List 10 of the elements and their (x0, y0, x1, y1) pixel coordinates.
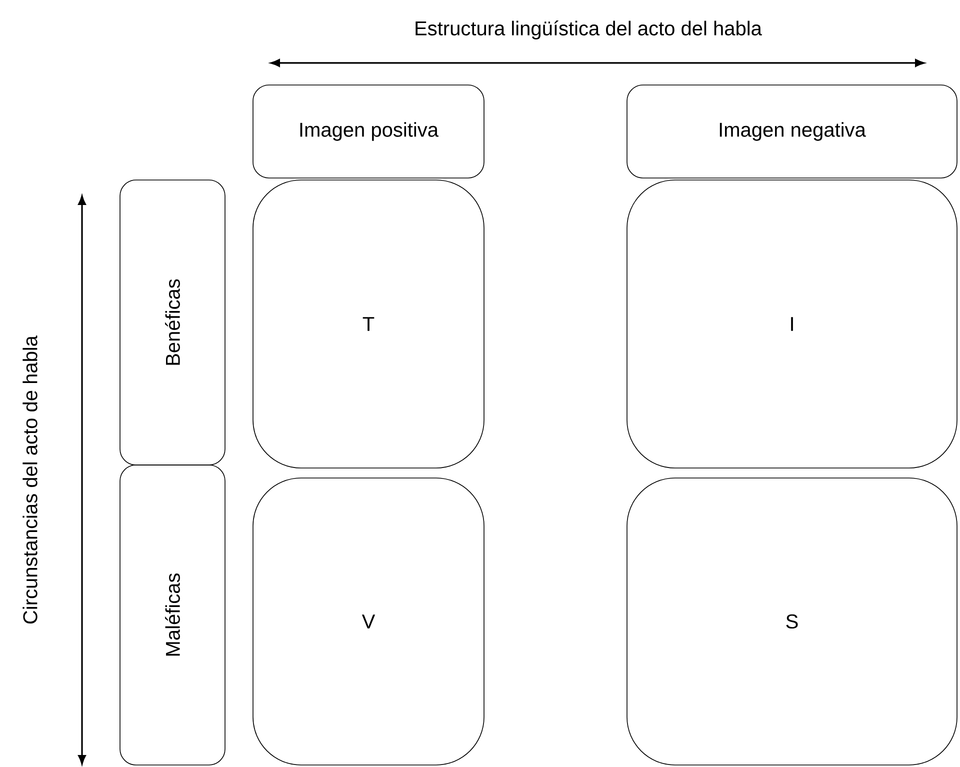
side-box: Maléficas (120, 464, 226, 766)
axis-label: Estructura lingüística del acto del habla (416, 20, 762, 40)
axis-label: Circunstancias del acto de habla (22, 336, 38, 624)
side-box: Benéficas (120, 180, 226, 466)
header-box: Imagen negativa (626, 84, 958, 178)
quadrant-box: V (252, 478, 484, 766)
quadrant-box: S (626, 478, 958, 766)
quadrant-box: I (626, 180, 958, 468)
header-box: Imagen positiva (252, 84, 484, 178)
quadrant-box: T (252, 180, 484, 468)
